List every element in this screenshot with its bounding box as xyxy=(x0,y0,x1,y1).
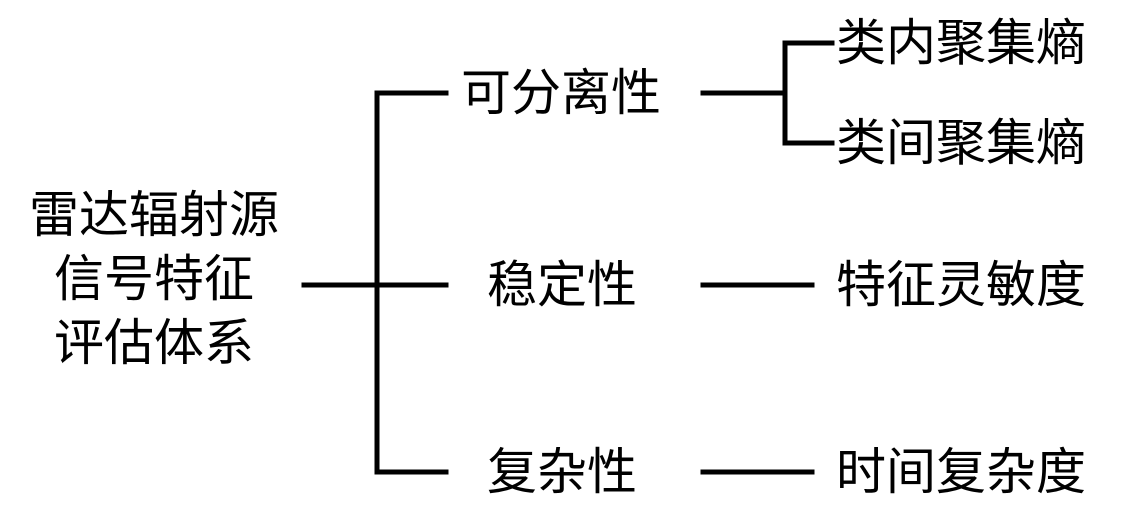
root-label-line-2: 信号特征 xyxy=(54,250,254,308)
leaf-time-complexity: 时间复杂度 xyxy=(836,443,1086,501)
category-separability: 可分离性 xyxy=(461,64,661,122)
leaf-inter-class-aggregation-entropy: 类间聚集熵 xyxy=(836,114,1086,172)
leaf-feature-sensitivity: 特征灵敏度 xyxy=(836,256,1086,314)
category-complexity: 复杂性 xyxy=(487,443,637,501)
root-label-line-1: 雷达辐射源 xyxy=(29,186,279,244)
category-stability: 稳定性 xyxy=(487,256,637,314)
leaf-intra-class-aggregation-entropy: 类内聚集熵 xyxy=(836,14,1086,72)
root-label-line-3: 评估体系 xyxy=(54,314,254,372)
